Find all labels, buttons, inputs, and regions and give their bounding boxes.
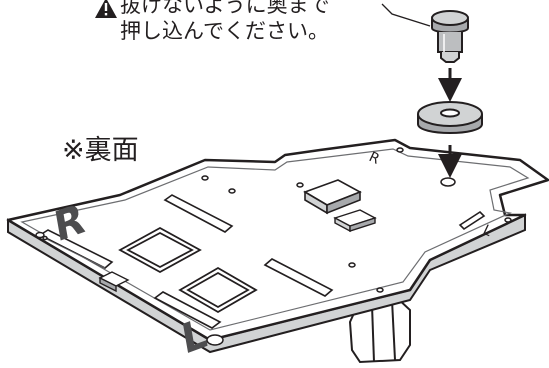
view-label: ※裏面 xyxy=(62,135,139,166)
board-top xyxy=(6,138,549,342)
push-pin xyxy=(431,10,469,63)
caution-text-line1: 抜けないように奥まで xyxy=(120,0,330,17)
circuit-board: R L R L xyxy=(6,138,549,364)
leader-line xyxy=(381,3,431,27)
board-inner-border xyxy=(20,148,530,331)
chip-small xyxy=(333,209,377,233)
washer xyxy=(417,101,483,134)
warning-icon xyxy=(95,0,117,18)
board-holes xyxy=(35,147,512,346)
chip-large xyxy=(303,179,362,215)
board-slots xyxy=(38,194,486,329)
switch xyxy=(98,271,130,293)
caution-text-line2: 押し込んでください。 xyxy=(120,19,329,43)
board-squares xyxy=(118,226,258,314)
